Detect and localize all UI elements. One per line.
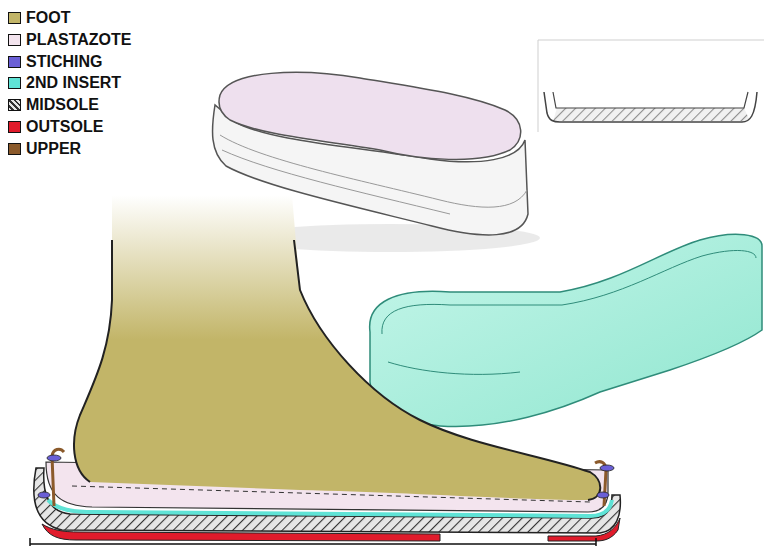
section-hatch bbox=[553, 108, 750, 121]
legend-row: OUTSOLE bbox=[8, 117, 103, 137]
legend-swatch bbox=[8, 34, 21, 46]
legend-swatch bbox=[8, 56, 21, 68]
outsole bbox=[42, 524, 440, 541]
legend-label: FOOT bbox=[26, 8, 70, 28]
legend-row: FOOT bbox=[8, 8, 70, 28]
legend-row: MIDSOLE bbox=[8, 95, 99, 115]
sketch-frame bbox=[538, 40, 764, 132]
legend-swatch bbox=[8, 99, 21, 111]
ground-line bbox=[30, 538, 596, 546]
legend-swatch bbox=[8, 77, 21, 89]
legend-swatch bbox=[8, 12, 21, 24]
legend-label: STICHING bbox=[26, 52, 102, 72]
legend-label: MIDSOLE bbox=[26, 95, 99, 115]
stitch bbox=[597, 492, 609, 498]
legend-label: PLASTAZOTE bbox=[26, 30, 131, 50]
legend-label: 2ND INSERT bbox=[26, 73, 121, 93]
foot-outline bbox=[74, 240, 600, 500]
outsole bbox=[548, 518, 620, 541]
dashed-line bbox=[72, 486, 590, 502]
legend-row: STICHING bbox=[8, 52, 102, 72]
insole-sketch bbox=[219, 72, 521, 159]
legend-label: OUTSOLE bbox=[26, 117, 103, 137]
stitch bbox=[600, 465, 614, 471]
insert-sketch bbox=[370, 234, 762, 426]
stitch bbox=[38, 492, 50, 498]
legend-swatch bbox=[8, 143, 21, 155]
foot bbox=[74, 195, 600, 500]
legend-row: PLASTAZOTE bbox=[8, 30, 131, 50]
legend-row: UPPER bbox=[8, 139, 81, 159]
second-insert bbox=[48, 500, 612, 516]
section-outline bbox=[544, 92, 757, 122]
legend-swatch bbox=[8, 121, 21, 133]
section-inner bbox=[553, 92, 748, 108]
legend: FOOTPLASTAZOTESTICHING2ND INSERTMIDSOLEO… bbox=[0, 0, 200, 170]
stitch bbox=[47, 455, 61, 461]
insert-rim bbox=[382, 250, 756, 374]
legend-row: 2ND INSERT bbox=[8, 73, 121, 93]
legend-label: UPPER bbox=[26, 139, 81, 159]
